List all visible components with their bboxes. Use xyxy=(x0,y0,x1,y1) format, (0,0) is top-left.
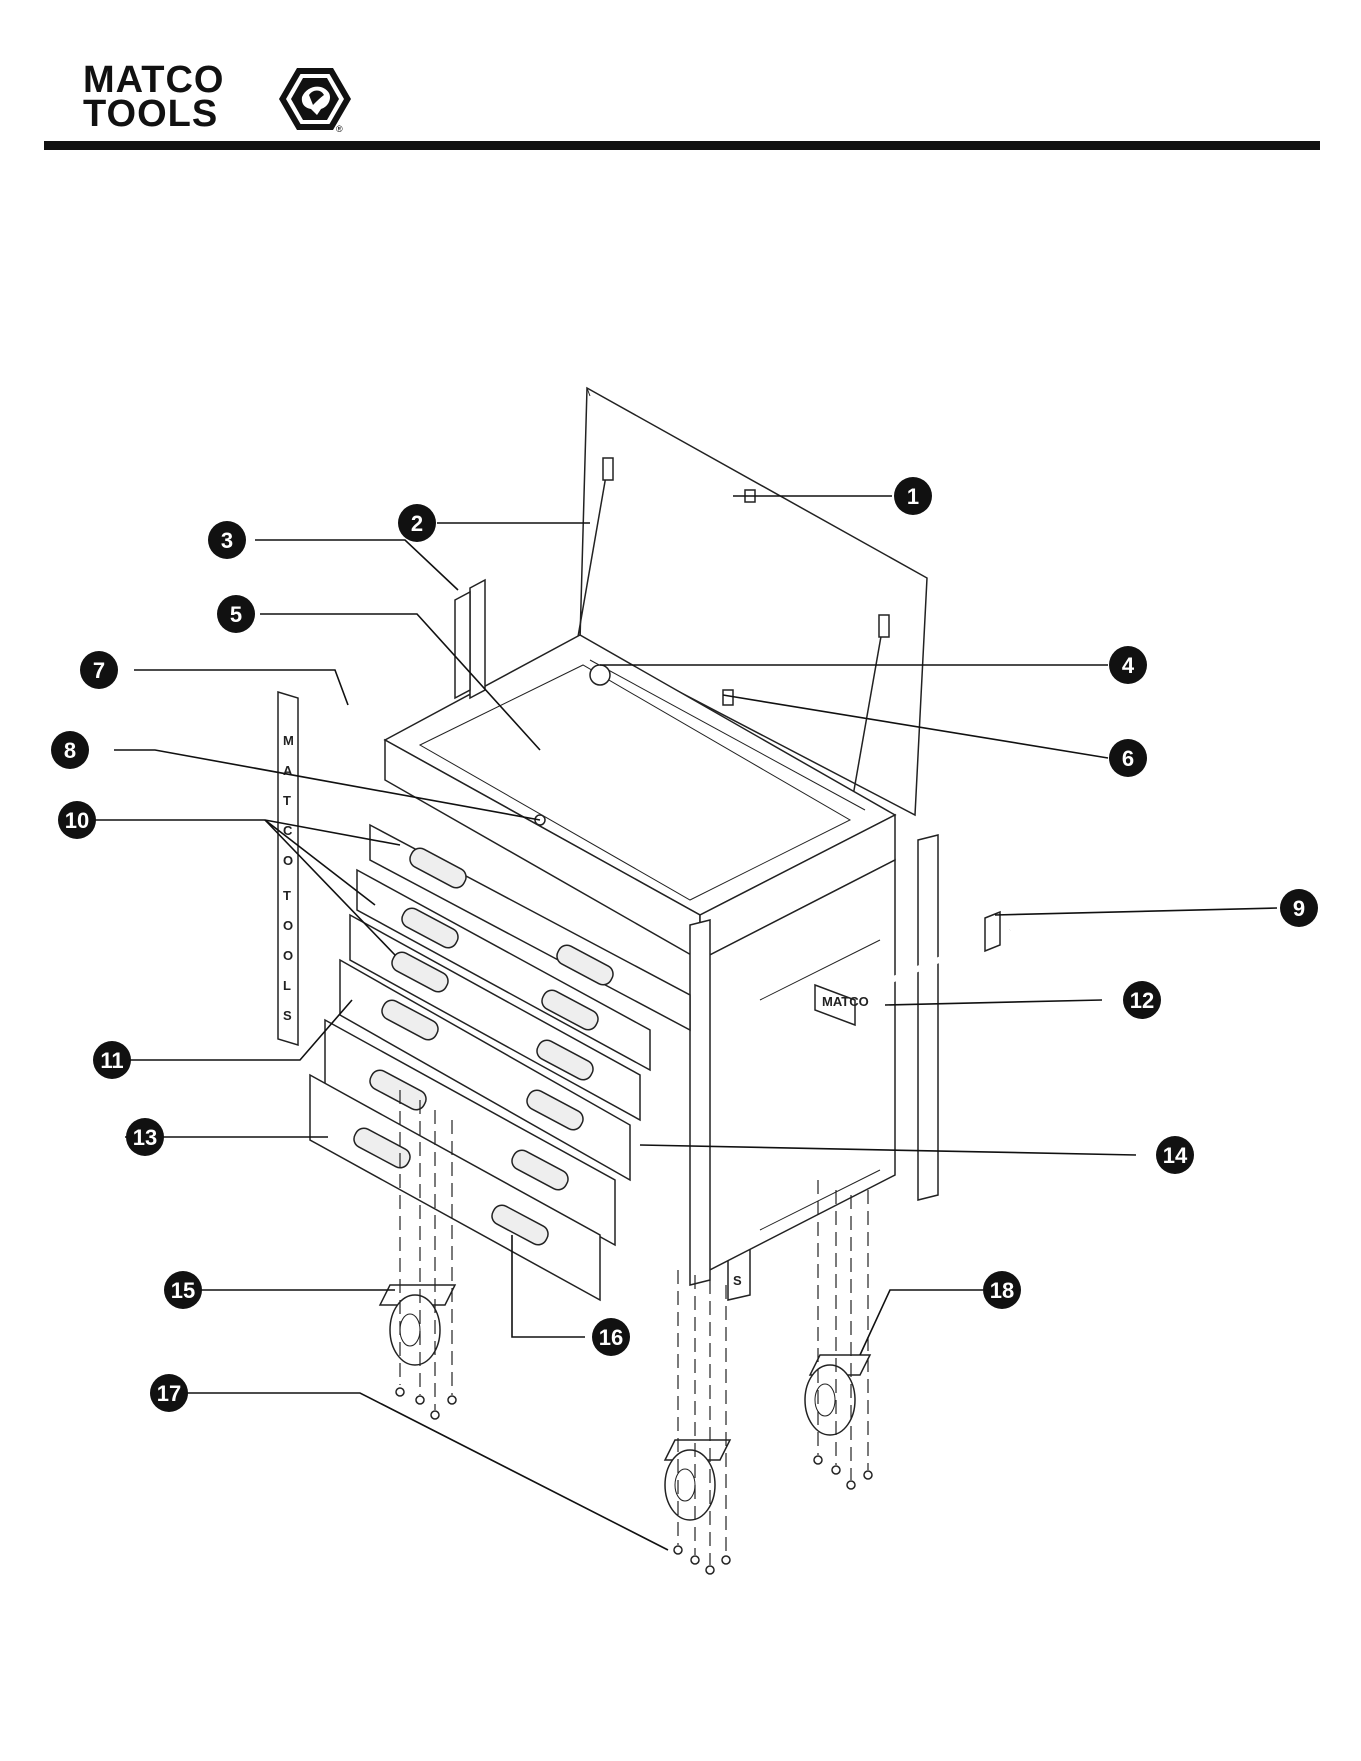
svg-text:O: O xyxy=(283,918,293,933)
callout-2-label: 2 xyxy=(411,511,423,536)
callout-7: 7 xyxy=(80,651,118,689)
callout-4-label: 4 xyxy=(1122,653,1135,678)
callout-9-label: 9 xyxy=(1293,896,1305,921)
callout-2: 2 xyxy=(398,504,436,542)
callout-14: 14 xyxy=(1156,1136,1194,1174)
caster-front-left xyxy=(380,1285,455,1365)
svg-text:T: T xyxy=(283,888,291,903)
svg-text:O: O xyxy=(283,853,293,868)
callout-11: 11 xyxy=(93,1041,131,1079)
right-side-trim xyxy=(918,835,938,1200)
callout-5-label: 5 xyxy=(230,602,242,627)
handle-stamp: MATCO xyxy=(822,994,869,1009)
callout-12: 12 xyxy=(1123,981,1161,1019)
callout-16-label: 16 xyxy=(599,1325,623,1350)
callout-7-label: 7 xyxy=(93,658,105,683)
callout-13: 13 xyxy=(126,1118,164,1156)
callout-16: 16 xyxy=(592,1318,630,1356)
caster-front-right xyxy=(665,1440,730,1520)
callout-15-label: 15 xyxy=(171,1278,195,1303)
callout-4: 4 xyxy=(1109,646,1147,684)
svg-text:S: S xyxy=(283,1008,292,1023)
callout-13-label: 13 xyxy=(133,1125,157,1150)
callout-17: 17 xyxy=(150,1374,188,1412)
callout-6: 6 xyxy=(1109,739,1147,777)
callout-8: 8 xyxy=(51,731,89,769)
caster-rear-right xyxy=(805,1355,870,1435)
callout-3-label: 3 xyxy=(221,528,233,553)
callout-18-label: 18 xyxy=(990,1278,1014,1303)
callout-5: 5 xyxy=(217,595,255,633)
left-side-trim: MA TC OT OO LS xyxy=(278,692,298,1045)
callout-15: 15 xyxy=(164,1271,202,1309)
callout-3: 3 xyxy=(208,521,246,559)
callout-14-label: 14 xyxy=(1163,1143,1188,1168)
callout-11-label: 11 xyxy=(100,1048,123,1073)
callout-17-label: 17 xyxy=(157,1381,181,1406)
svg-text:S: S xyxy=(733,1273,742,1288)
callout-10: 10 xyxy=(58,801,96,839)
callout-12-label: 12 xyxy=(1130,988,1154,1013)
callout-10-label: 10 xyxy=(65,808,89,833)
svg-text:A: A xyxy=(283,763,293,778)
svg-text:L: L xyxy=(283,978,291,993)
callout-6-label: 6 xyxy=(1122,746,1134,771)
callout-9: 9 xyxy=(1280,889,1318,927)
svg-text:T: T xyxy=(283,793,291,808)
callout-1: 1 xyxy=(894,477,932,515)
callout-1-label: 1 xyxy=(907,484,919,509)
callout-8-label: 8 xyxy=(64,738,76,763)
svg-text:M: M xyxy=(283,733,294,748)
left-rear-bracket xyxy=(455,580,485,698)
svg-text:O: O xyxy=(283,948,293,963)
callout-18: 18 xyxy=(983,1271,1021,1309)
